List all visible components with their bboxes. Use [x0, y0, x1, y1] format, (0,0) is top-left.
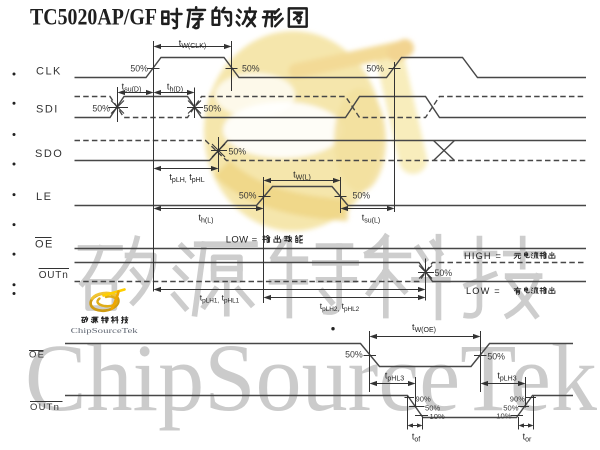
svg-text:50%: 50%	[229, 146, 247, 156]
svg-text:TC5020AP/GF: TC5020AP/GF	[30, 5, 157, 31]
svg-text:ChipSourceTek: ChipSourceTek	[25, 324, 597, 431]
svg-text:LOW =: LOW =	[466, 286, 501, 296]
svg-text:50%: 50%	[242, 64, 260, 74]
svg-text:50%: 50%	[92, 104, 110, 114]
svg-text:OE: OE	[35, 239, 54, 251]
svg-text:LE: LE	[36, 191, 52, 203]
svg-text:OE: OE	[29, 349, 45, 360]
svg-text:tpLH2, tpHL2: tpLH2, tpHL2	[320, 301, 360, 313]
svg-text:50%: 50%	[435, 268, 453, 278]
svg-text:OUTn: OUTn	[39, 270, 69, 281]
svg-text:tpLH, tpHL: tpLH, tpHL	[169, 172, 204, 184]
svg-text:50%: 50%	[366, 64, 384, 74]
svg-text:50%: 50%	[503, 403, 518, 412]
svg-text:HIGH =: HIGH =	[464, 251, 502, 261]
svg-text:OUTn: OUTn	[30, 402, 60, 413]
svg-text:50%: 50%	[345, 350, 363, 360]
svg-text:10%: 10%	[430, 412, 445, 421]
svg-text:tpLH1, tpHL1: tpLH1, tpHL1	[200, 293, 240, 305]
svg-text:90%: 90%	[416, 394, 431, 403]
svg-text:10%: 10%	[496, 411, 511, 420]
svg-text:tsu(D): tsu(D)	[122, 82, 142, 94]
svg-text:50%: 50%	[487, 352, 505, 362]
svg-text:ChipSourceTek: ChipSourceTek	[71, 327, 139, 335]
svg-text:th(L): th(L)	[199, 213, 214, 225]
svg-text:CLK: CLK	[36, 66, 62, 78]
svg-text:SDO: SDO	[35, 148, 63, 160]
svg-text:th(D): th(D)	[167, 82, 183, 94]
svg-text:tsu(L): tsu(L)	[362, 213, 380, 225]
svg-text:90%: 90%	[510, 394, 525, 403]
svg-text:50%: 50%	[353, 191, 371, 201]
svg-text:50%: 50%	[204, 104, 222, 114]
svg-text:tW(CLK): tW(CLK)	[179, 38, 206, 50]
svg-text:50%: 50%	[239, 191, 257, 201]
svg-text:LOW =: LOW =	[226, 235, 258, 246]
svg-text:tof: tof	[412, 432, 420, 444]
svg-text:tor: tor	[523, 432, 532, 444]
svg-text:50%: 50%	[130, 64, 148, 74]
svg-text:SDI: SDI	[36, 104, 59, 116]
svg-text:50%: 50%	[425, 403, 440, 412]
